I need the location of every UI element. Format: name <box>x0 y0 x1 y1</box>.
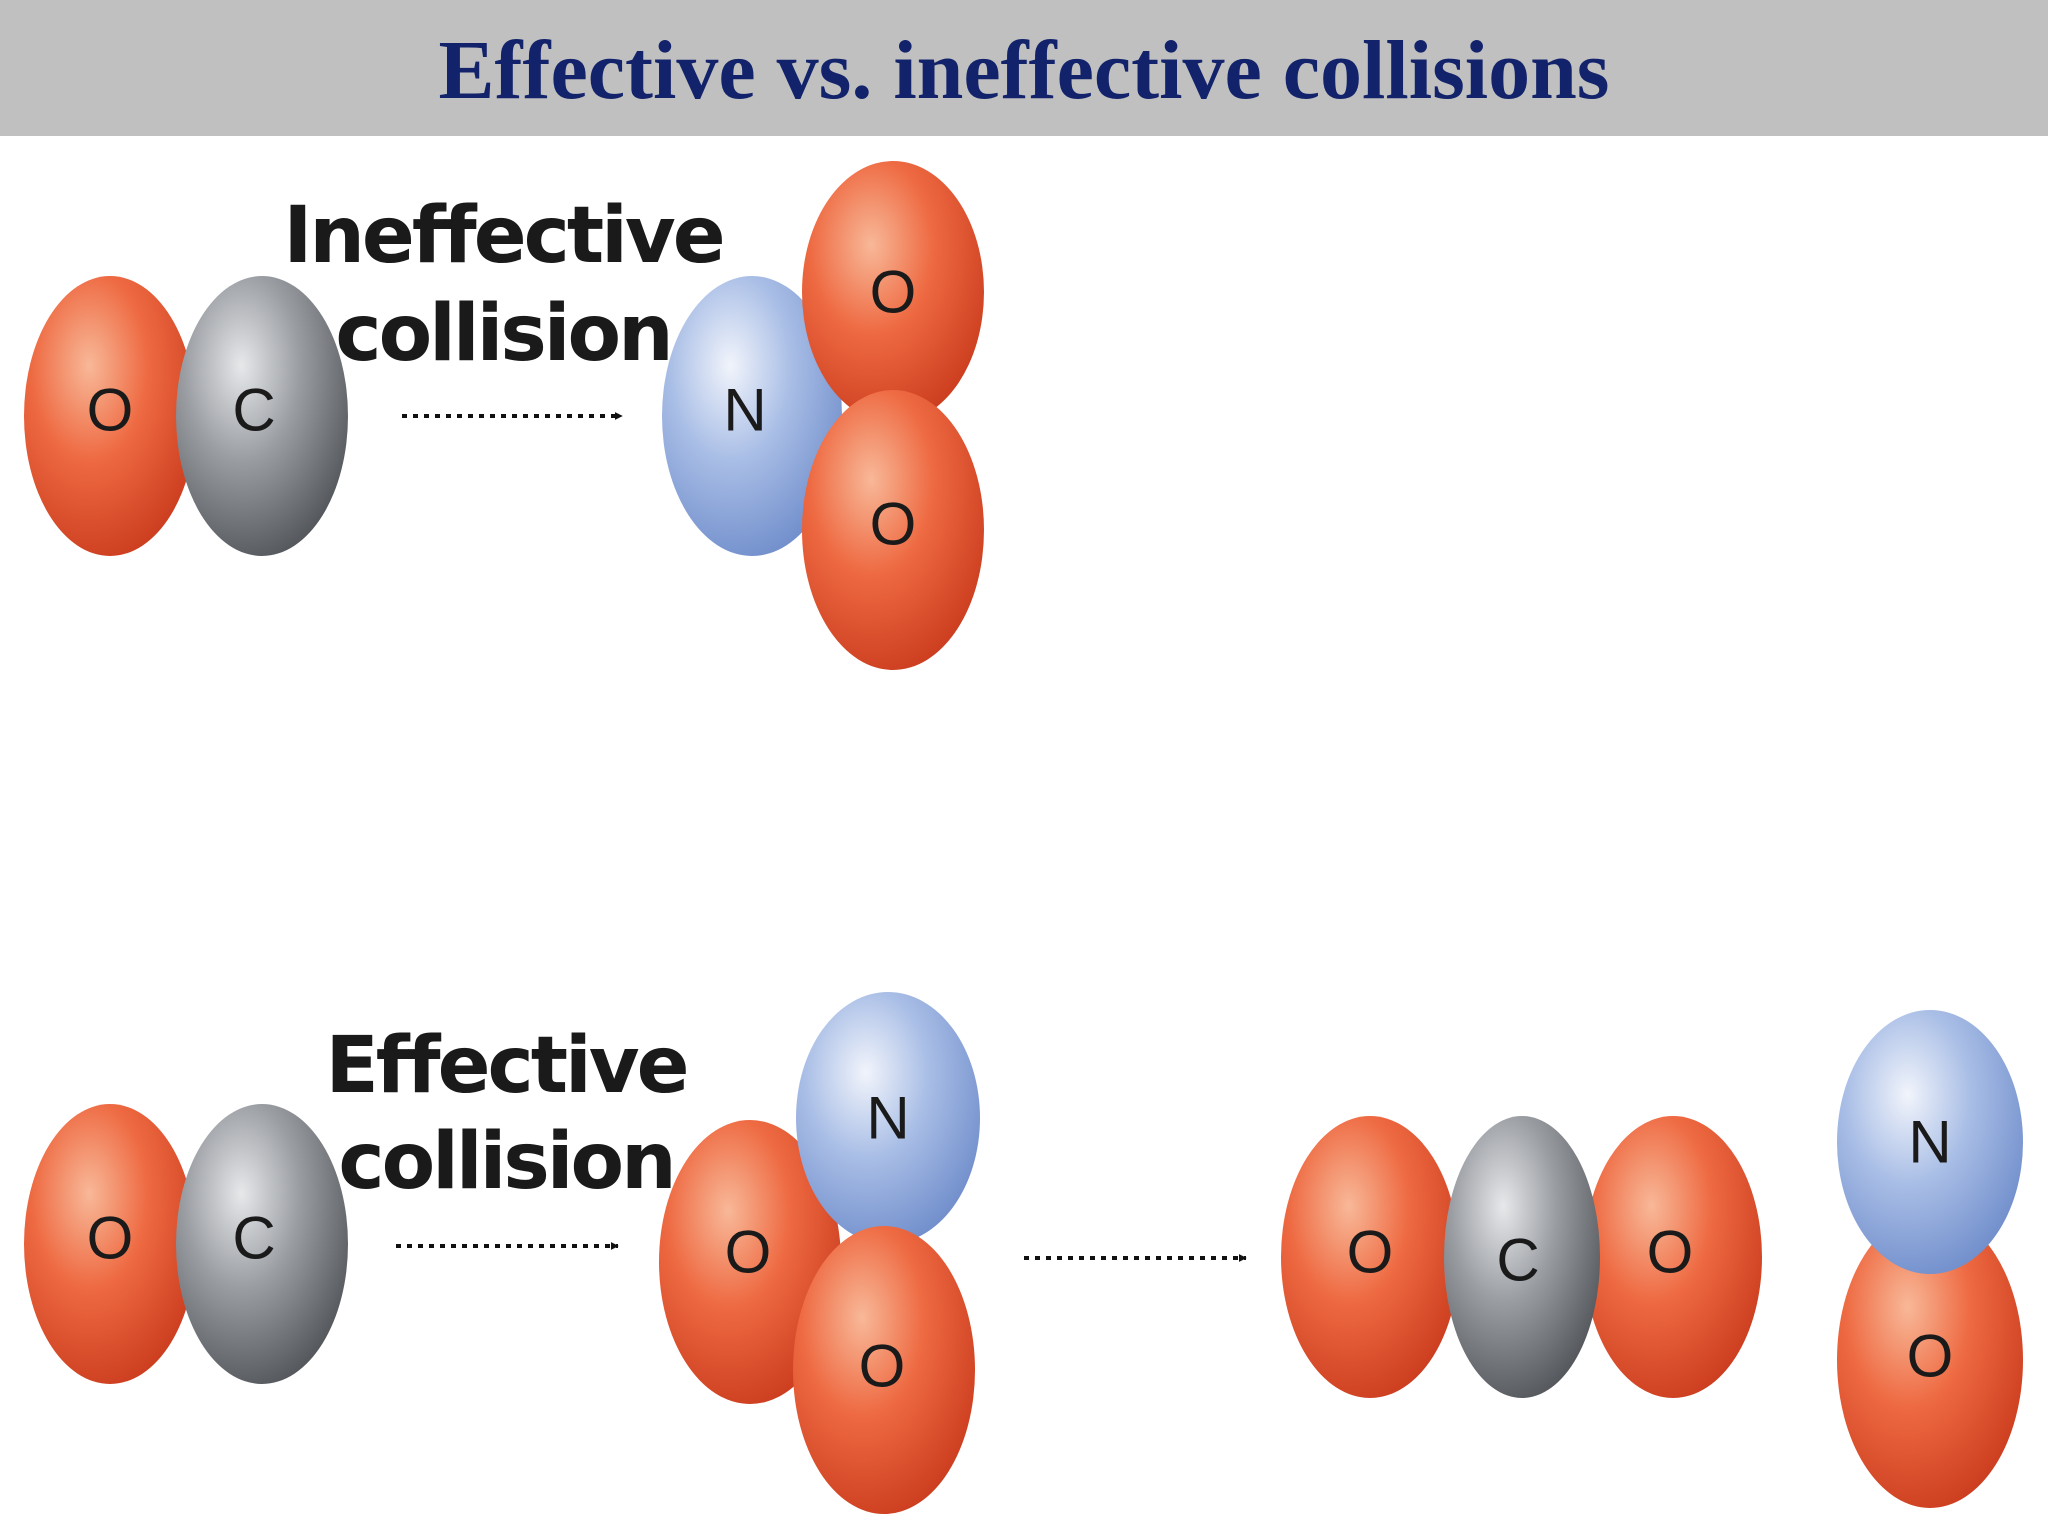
carbon-atom <box>176 1104 348 1384</box>
oxygen-atom <box>1837 1212 2023 1508</box>
atom-label: O <box>870 259 917 326</box>
atom-label: O <box>87 377 134 444</box>
oxygen-atom <box>1281 1116 1459 1398</box>
effective-reactant-co: O C <box>24 1104 348 1384</box>
atom-label: O <box>87 1205 134 1272</box>
nitrogen-atom <box>1837 1010 2023 1274</box>
oxygen-atom <box>1584 1116 1762 1398</box>
oxygen-atom <box>802 390 984 670</box>
atom-label: O <box>1347 1219 1394 1286</box>
atom-label: N <box>723 377 766 444</box>
effective-caption-line2: collision <box>338 1117 673 1207</box>
atom-label: C <box>232 377 275 444</box>
ineffective-caption-line2: collision <box>335 289 670 379</box>
ineffective-caption-line1: Ineffective <box>283 191 722 281</box>
nitrogen-atom <box>662 276 842 556</box>
oxygen-atom <box>659 1120 841 1404</box>
oxygen-atom <box>24 276 196 556</box>
title-bar: Effective vs. ineffective collisions <box>0 0 2048 136</box>
atom-label: C <box>232 1205 275 1272</box>
atom-label: O <box>859 1333 906 1400</box>
ineffective-reactant-no2: N O O <box>662 161 984 670</box>
page-title: Effective vs. ineffective collisions <box>438 24 1610 117</box>
effective-reactant-no2: N O O <box>659 992 980 1514</box>
atom-label: C <box>1496 1227 1539 1294</box>
atom-label: O <box>870 491 917 558</box>
carbon-atom <box>176 276 348 556</box>
product-co2: O C O <box>1281 1116 1762 1398</box>
atom-label: N <box>866 1085 909 1152</box>
carbon-atom <box>1444 1116 1600 1398</box>
ineffective-row: O C Ineffective collision N O O <box>24 161 984 670</box>
effective-row: O C Effective collision N O O O C O N <box>24 992 2023 1514</box>
ineffective-reactant-co: O C <box>24 276 348 556</box>
atom-label: O <box>1647 1219 1694 1286</box>
oxygen-atom <box>24 1104 196 1384</box>
product-no: N O <box>1837 1010 2023 1508</box>
atom-label: N <box>1908 1109 1951 1176</box>
atom-label: O <box>725 1219 772 1286</box>
effective-caption-line1: Effective <box>325 1021 686 1111</box>
atom-label: O <box>1907 1323 1954 1390</box>
nitrogen-atom <box>796 992 980 1244</box>
oxygen-atom <box>802 161 984 423</box>
oxygen-atom <box>793 1226 975 1514</box>
